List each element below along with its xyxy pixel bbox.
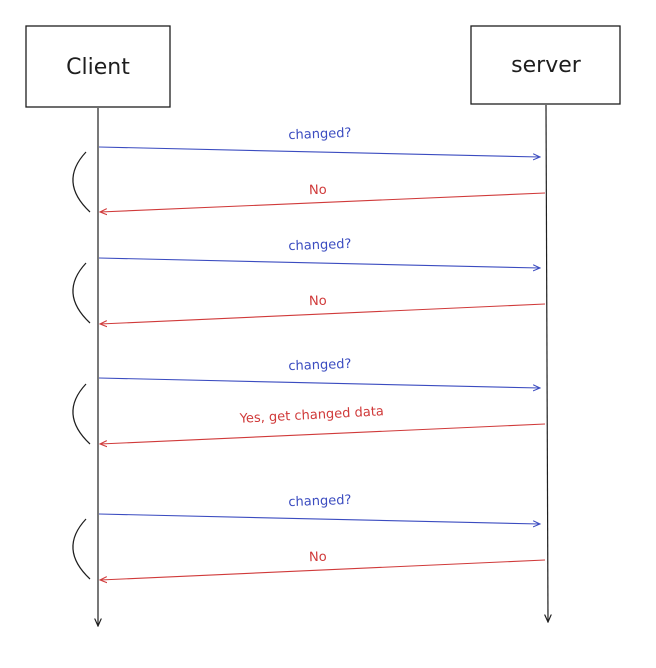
message-label: changed? xyxy=(288,493,351,510)
client-box xyxy=(25,25,171,108)
message-3: changed? xyxy=(98,237,540,268)
request-arrow xyxy=(98,146,540,157)
response-arrow xyxy=(100,559,546,580)
response-arrow xyxy=(100,303,546,324)
message-4: No xyxy=(100,294,546,324)
message-7: changed? xyxy=(98,493,540,524)
message-label: changed? xyxy=(288,237,351,254)
message-label: No xyxy=(309,550,327,566)
server-label: server xyxy=(511,53,582,78)
wait-bracket-1 xyxy=(72,151,91,213)
message-label: changed? xyxy=(288,126,351,143)
server-lifeline xyxy=(546,104,548,622)
response-arrow xyxy=(100,423,546,444)
client-label: Client xyxy=(66,55,130,80)
participant-server: server xyxy=(470,25,621,105)
message-6: Yes, get changed data xyxy=(100,404,546,444)
message-1: changed? xyxy=(98,126,540,157)
message-label: Yes, get changed data xyxy=(238,404,384,427)
wait-bracket-2 xyxy=(72,262,91,324)
server-box xyxy=(470,25,621,105)
message-8: No xyxy=(100,550,546,580)
message-label: changed? xyxy=(288,357,351,374)
message-2: No xyxy=(100,183,546,212)
message-5: changed? xyxy=(98,357,540,388)
message-label: No xyxy=(309,183,327,199)
wait-bracket-3 xyxy=(72,383,91,445)
request-arrow xyxy=(98,513,540,524)
response-arrow xyxy=(100,192,546,212)
wait-bracket-4 xyxy=(72,518,91,580)
request-arrow xyxy=(98,257,540,268)
request-arrow xyxy=(98,377,540,388)
message-label: No xyxy=(309,294,327,310)
participant-client: Client xyxy=(25,25,171,108)
